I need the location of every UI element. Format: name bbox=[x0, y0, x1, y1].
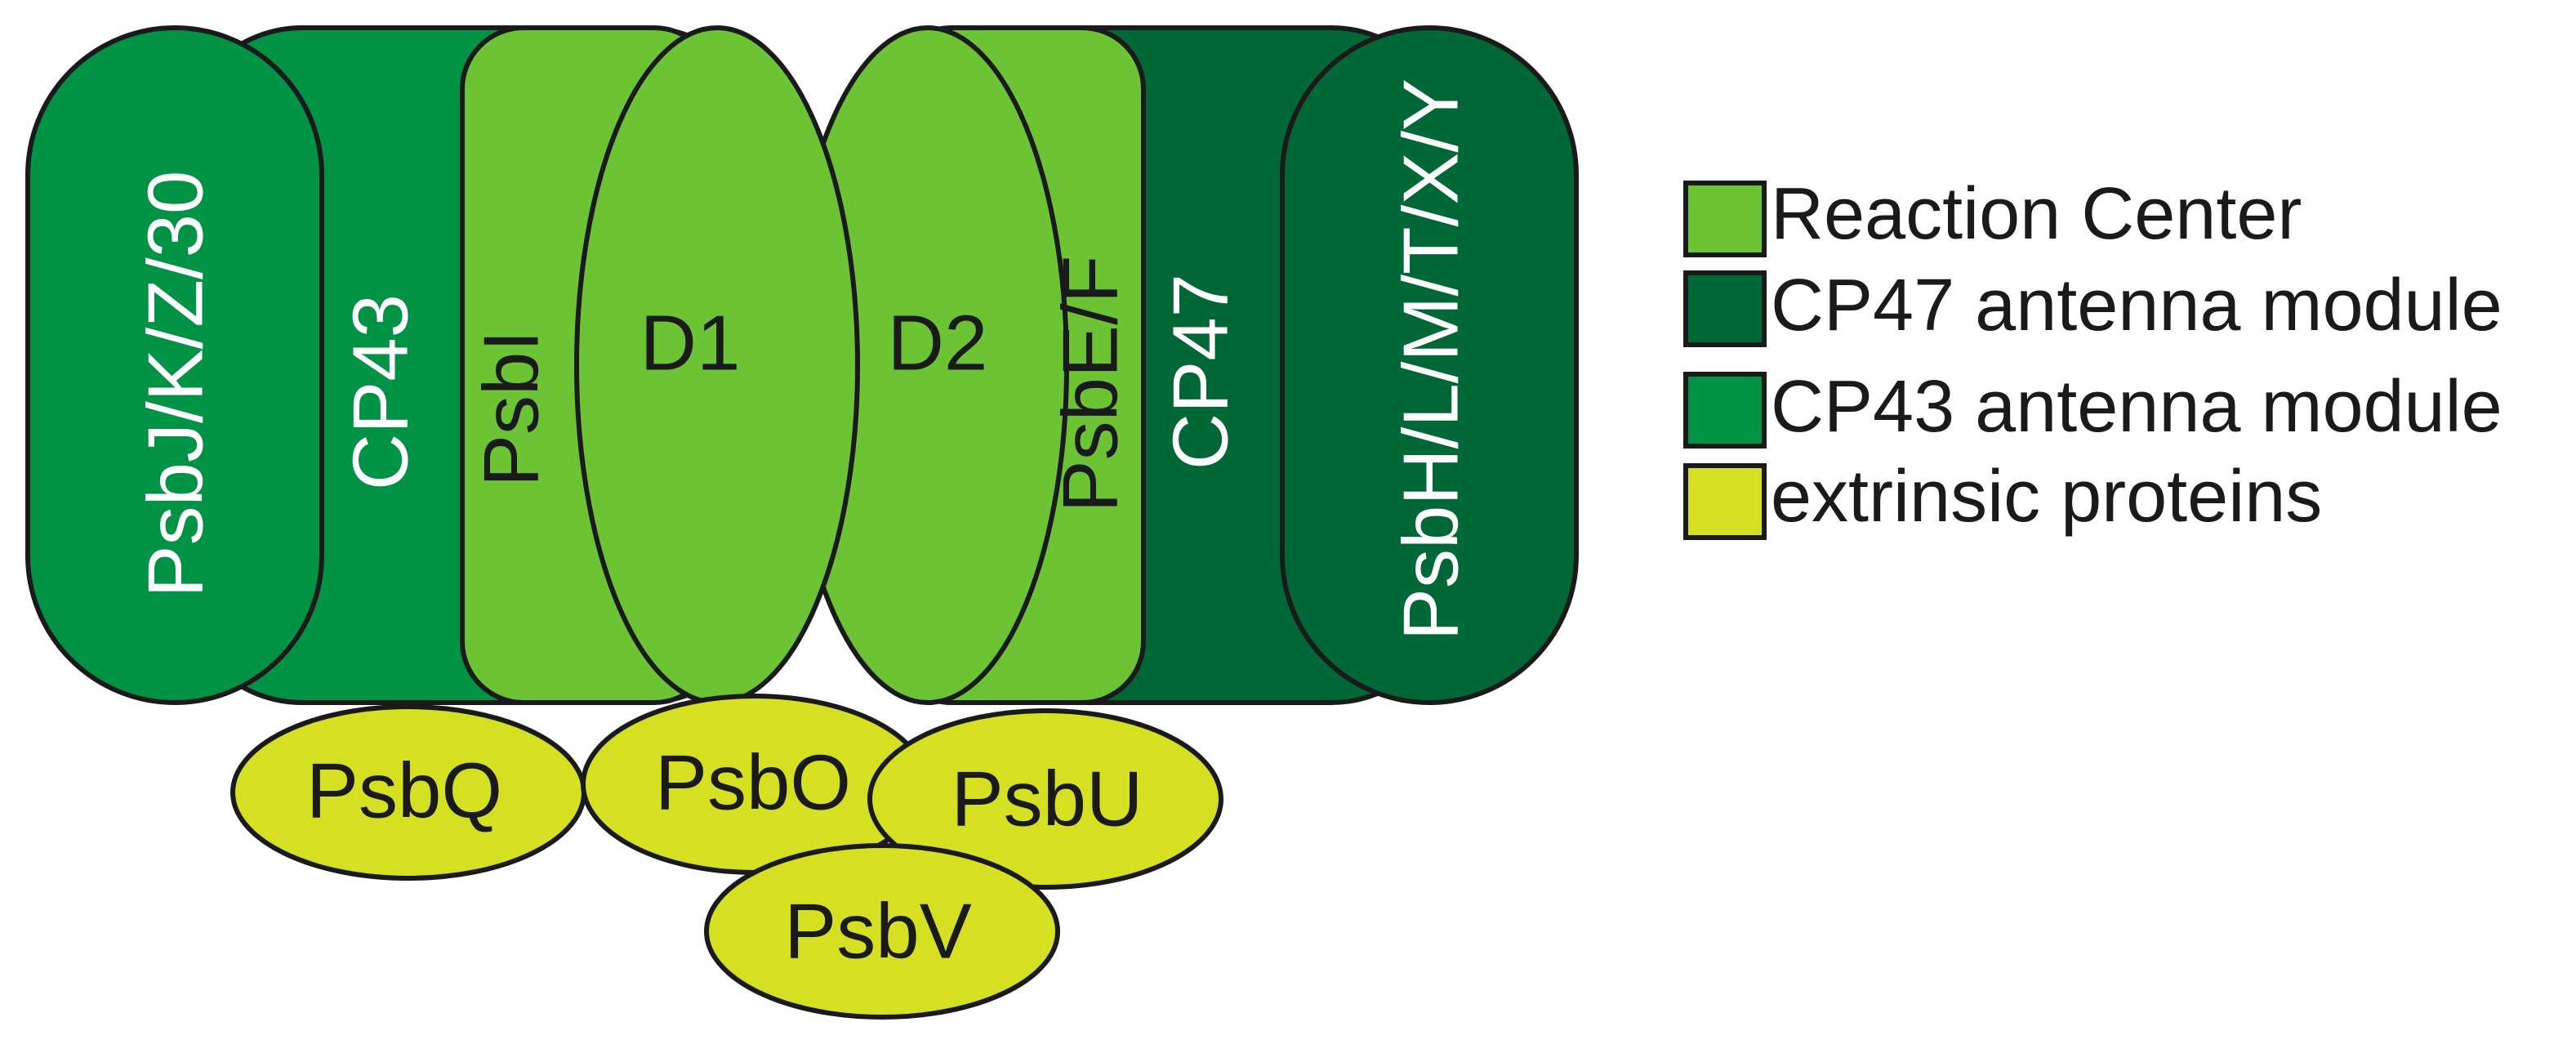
legend-label-cp47-antenna-module: CP47 antenna module bbox=[1771, 265, 2502, 346]
psbjkz30-subunit bbox=[25, 25, 324, 705]
psbu-protein bbox=[867, 708, 1223, 890]
legend-label-cp43-antenna-module: CP43 antenna module bbox=[1771, 366, 2502, 448]
psbhlmtxy-subunit bbox=[1280, 25, 1579, 705]
psbi-label: PsbI bbox=[468, 330, 555, 487]
legend-item-cp47-antenna-module: CP47 antenna module bbox=[1683, 265, 2502, 347]
legend-swatch-cp43-antenna-module bbox=[1683, 372, 1767, 449]
psbu-label: PsbU bbox=[952, 756, 1143, 843]
d2-label: D2 bbox=[888, 300, 988, 387]
legend-item-reaction-center: Reaction Center bbox=[1683, 173, 2302, 257]
psbo-label: PsbO bbox=[655, 739, 851, 827]
psbv-protein bbox=[704, 843, 1060, 1020]
legend: Reaction Center CP47 antenna module CP43… bbox=[1683, 173, 2502, 540]
cp47-label: CP47 bbox=[1157, 274, 1245, 470]
psbjkz30-label: PsbJ/K/Z/30 bbox=[132, 171, 220, 598]
legend-item-cp43-antenna-module: CP43 antenna module bbox=[1683, 366, 2502, 449]
psbv-label: PsbV bbox=[784, 888, 971, 975]
d1-label: D1 bbox=[640, 300, 741, 387]
legend-swatch-extrinsic-proteins bbox=[1683, 463, 1767, 540]
cp43-label: CP43 bbox=[337, 294, 425, 490]
psbq-label: PsbQ bbox=[306, 748, 502, 835]
legend-swatch-reaction-center bbox=[1683, 181, 1767, 257]
psbhlmtxy-label: PsbH/L/M/T/X/Y bbox=[1388, 78, 1475, 641]
legend-item-extrinsic-proteins: extrinsic proteins bbox=[1683, 456, 2322, 540]
psbef-label: PsbE/F bbox=[1047, 256, 1134, 513]
legend-label-reaction-center: Reaction Center bbox=[1771, 173, 2302, 255]
legend-label-extrinsic-proteins: extrinsic proteins bbox=[1771, 456, 2322, 538]
legend-swatch-cp47-antenna-module bbox=[1683, 270, 1767, 347]
